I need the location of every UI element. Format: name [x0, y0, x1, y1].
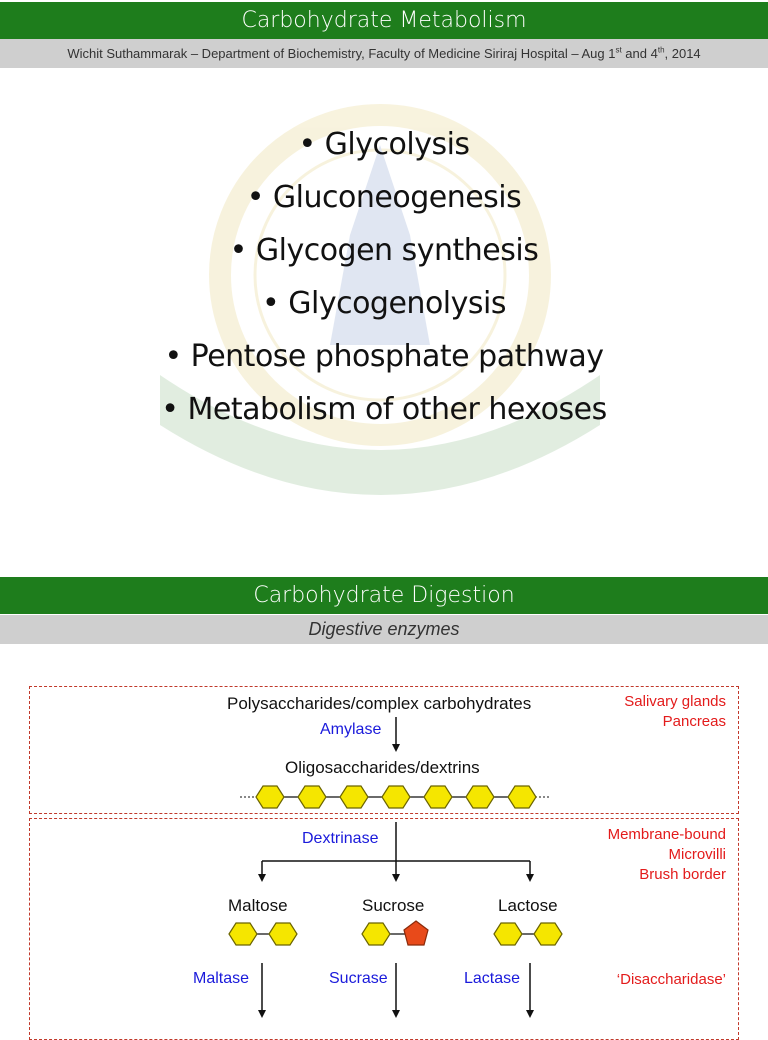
glucose-hex: [423, 785, 453, 809]
sucrose-icon: [361, 920, 429, 946]
glucose-hex: [297, 785, 327, 809]
bullet-glycogenolysis: • Glycogenolysis: [262, 286, 506, 321]
sup-th: th: [657, 45, 665, 55]
note-brush-border: Brush border: [639, 866, 726, 883]
enzyme-lactase: Lactase: [464, 970, 521, 987]
enzyme-dextrinase: Dextrinase: [302, 830, 379, 847]
arrow-amylase: [392, 717, 400, 752]
slide1-title: Carbohydrate Metabolism: [0, 2, 768, 39]
bullet-glycolysis: • Glycolysis: [298, 127, 470, 162]
enzyme-sucrase: Sucrase: [329, 970, 388, 987]
note-membrane-bound: Membrane-bound: [607, 826, 726, 843]
note-pancreas: Pancreas: [662, 713, 726, 730]
label-sucrose: Sucrose: [362, 896, 425, 915]
subtitle-text: Wichit Suthammarak – Department of Bioch…: [67, 46, 616, 61]
note-membrane: Membrane-bound Microvilli Brush border: [608, 825, 726, 885]
slide2-subtitle: Digestive enzymes: [0, 615, 768, 644]
note-salivary: Salivary glands: [624, 693, 726, 710]
subtitle-year: , 2014: [664, 46, 701, 61]
label-maltose: Maltose: [228, 896, 288, 915]
arrow-disaccharidases: [261, 963, 531, 1012]
enzyme-maltase: Maltase: [193, 970, 250, 987]
glucose-hex: [255, 785, 285, 809]
label-oligosaccharides: Oligosaccharides/dextrins: [285, 758, 480, 777]
bullet-glycogen-synthesis: • Glycogen synthesis: [229, 233, 539, 268]
bullet-other-hexoses: • Metabolism of other hexoses: [161, 392, 607, 427]
maltose-icon: [228, 922, 298, 946]
bullet-pentose-phosphate: • Pentose phosphate pathway: [164, 339, 604, 374]
watermark-seal-icon: [160, 104, 600, 495]
lactose-icon: [493, 922, 563, 946]
note-salivary-pancreas: Salivary glands Pancreas: [624, 692, 726, 732]
enzyme-amylase: Amylase: [320, 721, 382, 738]
glucose-hex: [339, 785, 369, 809]
glucose-hex: [507, 785, 537, 809]
oligosaccharide-chain: [240, 785, 550, 809]
slide1-subtitle: Wichit Suthammarak – Department of Bioch…: [0, 39, 768, 68]
arrow-dextrinase: [261, 822, 531, 876]
label-lactose: Lactose: [498, 896, 558, 915]
sup-st: st: [615, 45, 622, 55]
bullet-gluconeogenesis: • Gluconeogenesis: [246, 180, 522, 215]
glucose-hex: [381, 785, 411, 809]
subtitle-mid: and 4: [621, 46, 658, 61]
note-microvilli: Microvilli: [668, 846, 727, 863]
slide-carbohydrate-metabolism: Carbohydrate Metabolism Wichit Suthammar…: [0, 2, 768, 495]
slide2-title: Carbohydrate Digestion: [0, 577, 768, 614]
box-luminal-digestion: [29, 686, 739, 814]
note-disaccharidase: ‘Disaccharidase’: [616, 971, 726, 988]
glucose-hex: [465, 785, 495, 809]
label-polysaccharides: Polysaccharides/complex carbohydrates: [227, 694, 532, 713]
